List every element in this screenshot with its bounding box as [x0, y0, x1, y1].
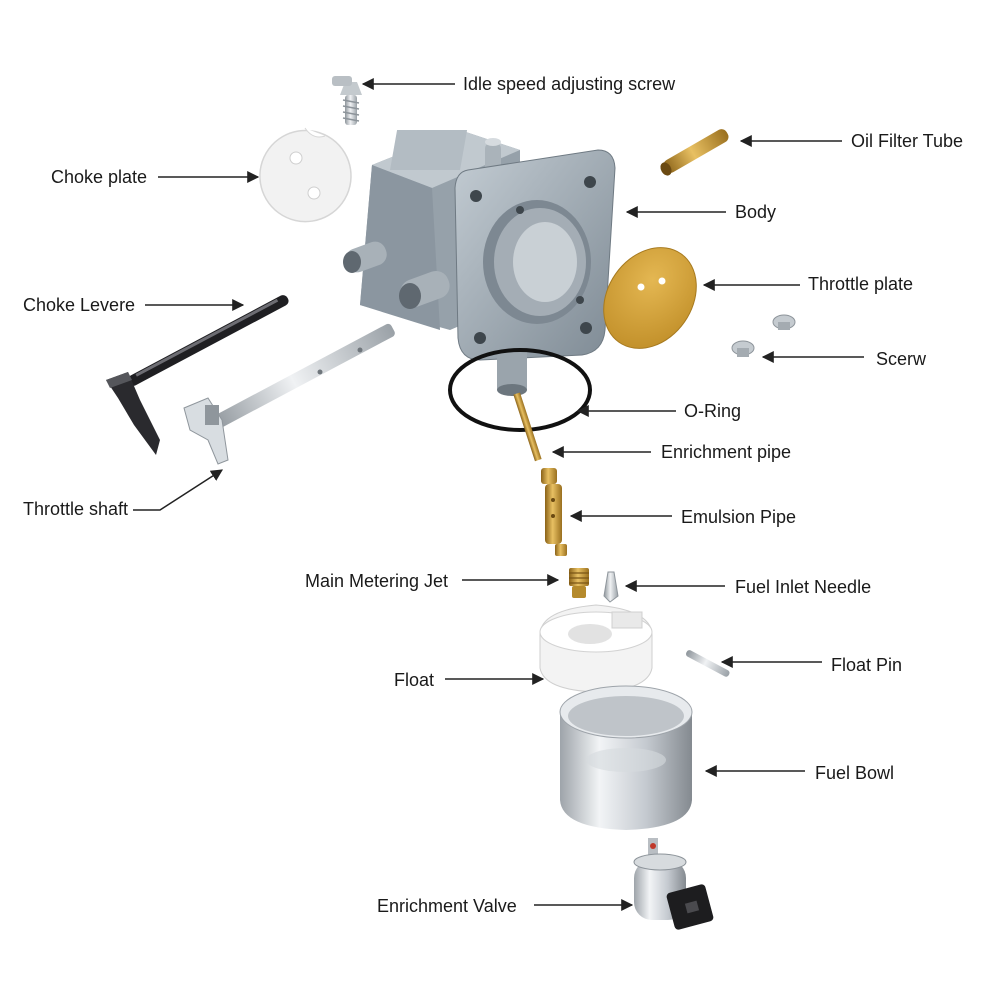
label-idle-speed-screw: Idle speed adjusting screw	[463, 74, 676, 94]
o-ring-part	[448, 348, 592, 432]
label-choke-lever: Choke Levere	[23, 295, 136, 315]
emulsion-pipe-part	[541, 468, 567, 556]
label-enrichment-pipe: Enrichment pipe	[661, 442, 792, 462]
enrichment-valve-part	[633, 838, 714, 930]
idle-screw-part	[332, 76, 362, 125]
screw-parts	[731, 314, 796, 357]
float-part	[539, 604, 653, 693]
label-body: Body	[735, 202, 777, 222]
throttle-shaft-part	[183, 323, 395, 465]
label-fuel-inlet-needle: Fuel Inlet Needle	[735, 577, 872, 597]
label-emulsion-pipe: Emulsion Pipe	[681, 507, 797, 527]
enrichment-pipe-part	[513, 392, 542, 462]
label-float-pin: Float Pin	[831, 655, 903, 675]
label-oil-filter-tube: Oil Filter Tube	[851, 131, 964, 151]
choke-plate-part	[259, 127, 352, 223]
throttle-plate-part	[603, 247, 697, 349]
label-throttle-shaft: Throttle shaft	[23, 499, 129, 519]
carburetor-body-part	[343, 130, 616, 396]
float-pin-part	[685, 650, 730, 677]
oil-filter-tube-part	[660, 129, 729, 176]
label-enrichment-valve: Enrichment Valve	[377, 896, 517, 916]
label-screw: Scerw	[876, 349, 927, 369]
label-choke-plate: Choke plate	[51, 167, 148, 187]
leader-lines	[133, 78, 864, 911]
fuel-inlet-needle-part	[603, 571, 619, 603]
label-throttle-plate: Throttle plate	[808, 274, 914, 294]
fuel-bowl-part	[559, 685, 693, 830]
main-metering-jet-part	[569, 568, 589, 598]
label-o-ring: O-Ring	[684, 401, 742, 421]
choke-lever-part	[106, 295, 289, 455]
label-float: Float	[394, 670, 435, 690]
label-main-metering-jet: Main Metering Jet	[305, 571, 449, 591]
label-fuel-bowl: Fuel Bowl	[815, 763, 895, 783]
